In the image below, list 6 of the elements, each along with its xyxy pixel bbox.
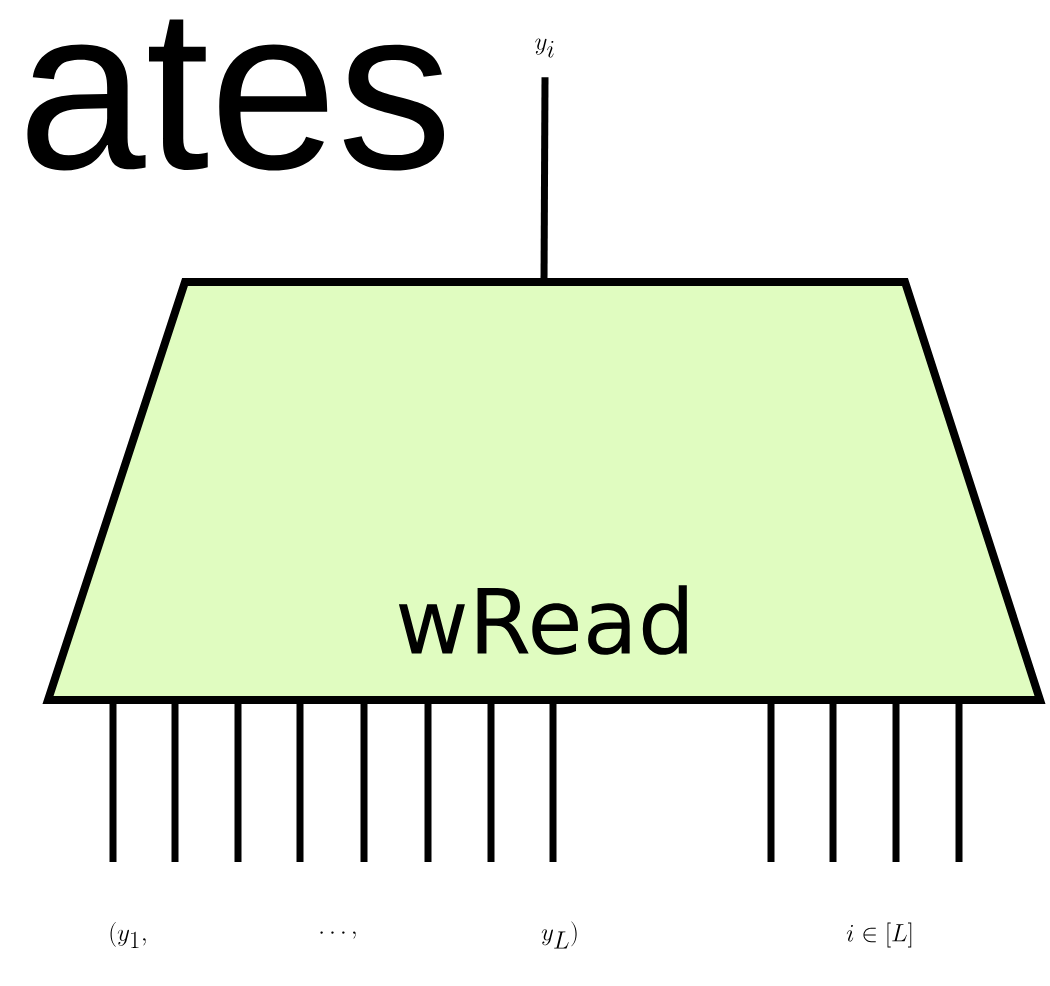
heading-text: ates [27, 19, 445, 171]
formula-label: $(y_{1},$ [110, 921, 146, 949]
output-label: $y_{i}$ [535, 38, 554, 58]
formula-label: $i \in [L]$ [846, 922, 912, 948]
formula-label: $\ldots,$ [320, 931, 356, 939]
formula-label: $y_{L})$ [541, 921, 577, 949]
